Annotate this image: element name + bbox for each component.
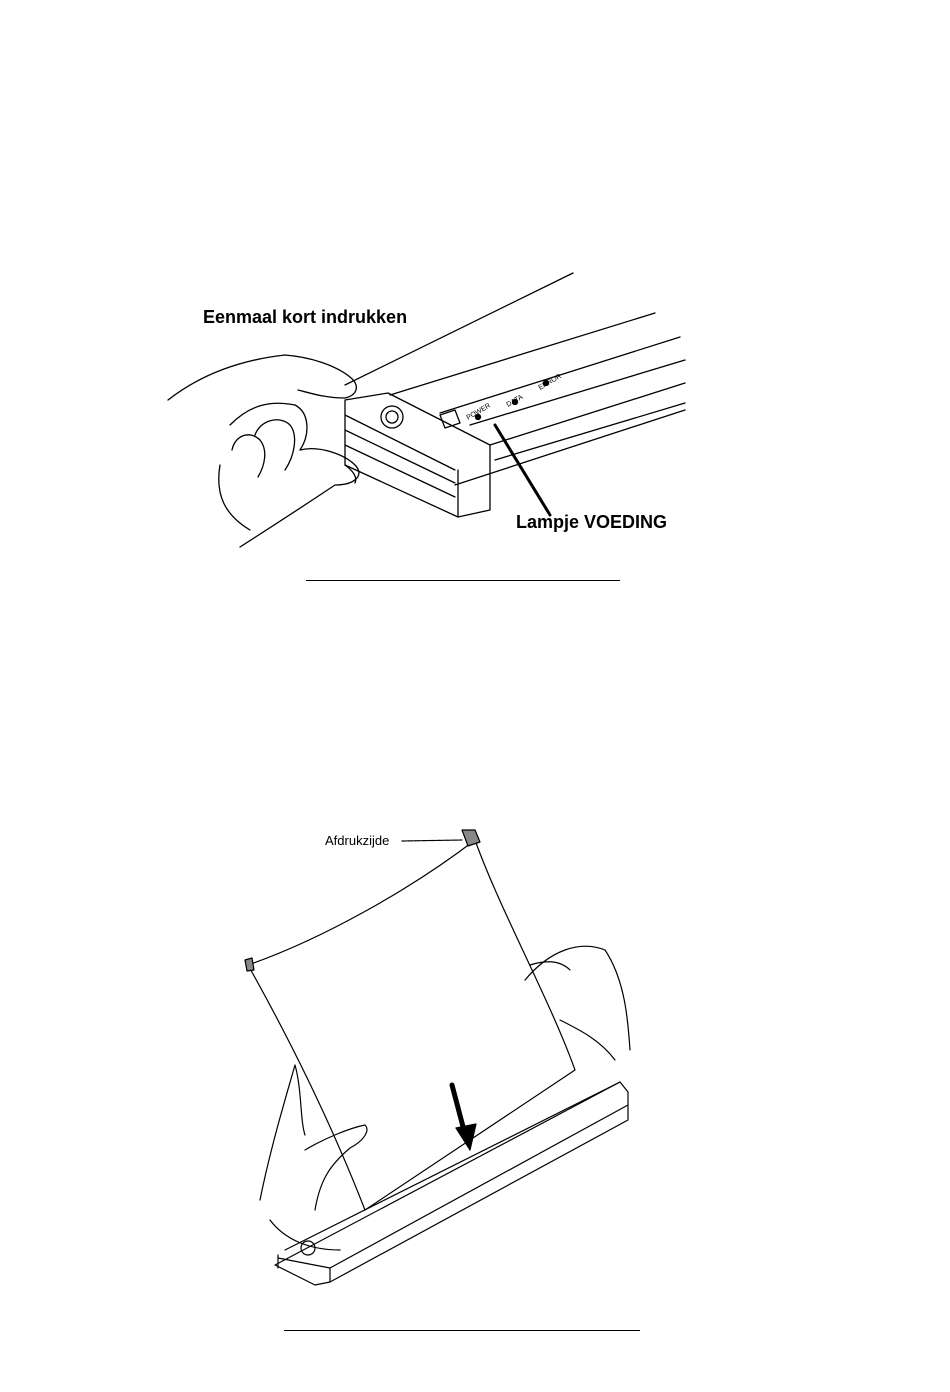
error-indicator-label: ERROR <box>538 373 563 392</box>
power-indicator-label: POWER <box>466 402 492 421</box>
figure-divider <box>284 1330 640 1331</box>
print-side-label: Afdrukzijde <box>325 833 389 848</box>
data-indicator-label: DATA <box>506 394 525 409</box>
figure-insert-paper <box>230 820 650 1290</box>
paper-insertion-illustration <box>230 820 650 1290</box>
figure-divider <box>306 580 620 581</box>
